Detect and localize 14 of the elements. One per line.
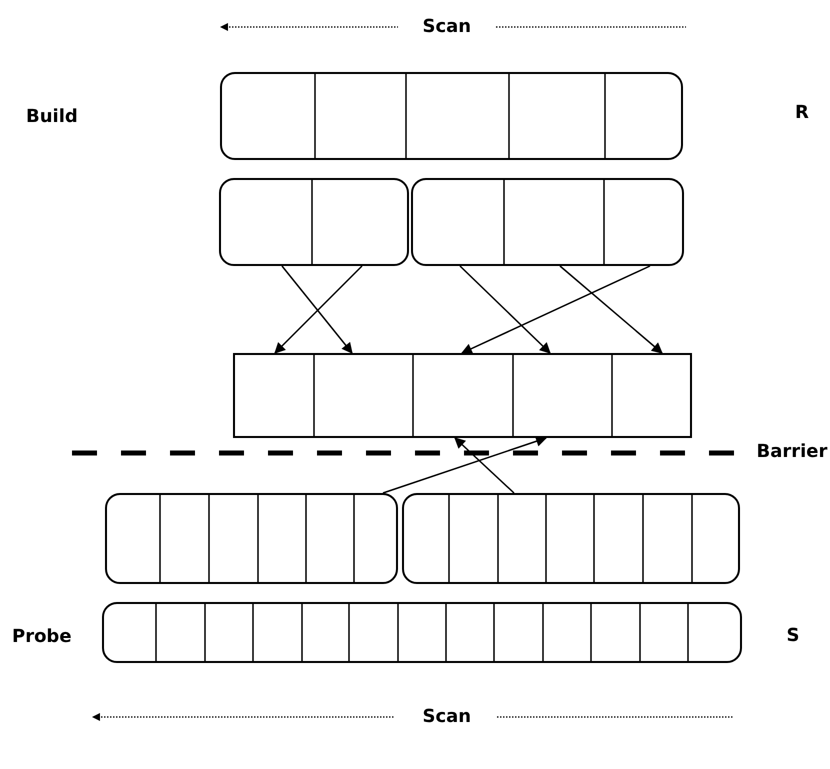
partition-bar xyxy=(411,178,684,266)
partition-bar xyxy=(102,602,742,663)
arrow xyxy=(459,265,551,354)
arrow xyxy=(560,265,663,354)
arrow xyxy=(454,437,515,494)
arrow xyxy=(281,266,353,354)
arrow xyxy=(382,436,548,494)
partition-bar xyxy=(219,178,409,266)
partition-bar xyxy=(402,493,740,584)
arrow xyxy=(274,265,363,354)
partition-bar xyxy=(220,72,683,160)
hash-table xyxy=(233,353,692,438)
arrow xyxy=(461,265,650,354)
partition-bar xyxy=(105,493,398,584)
